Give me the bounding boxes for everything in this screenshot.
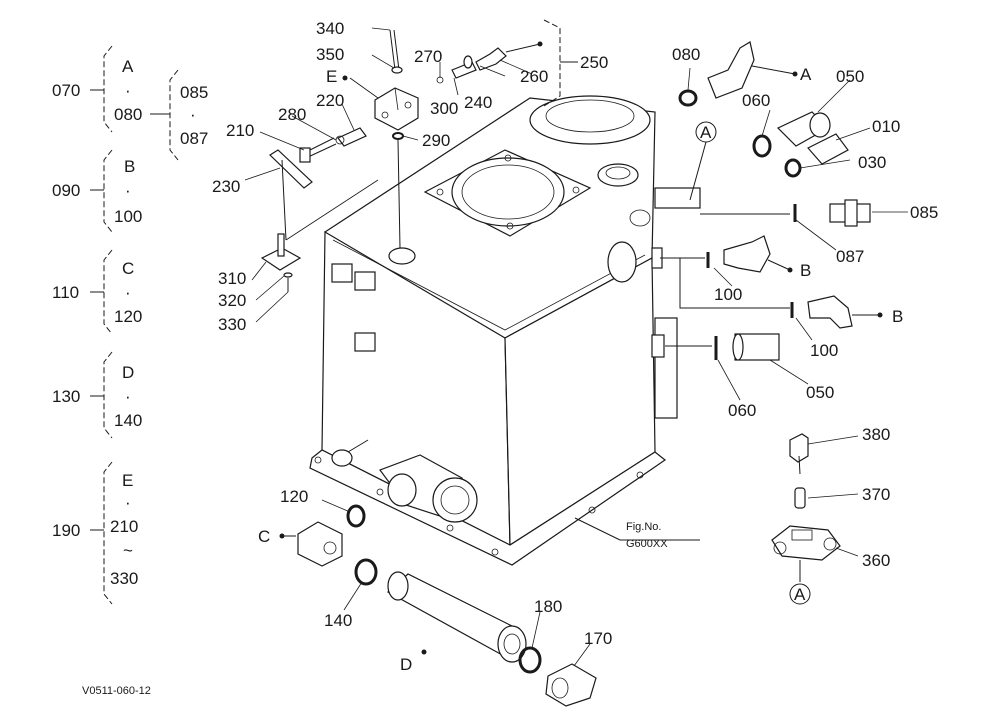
ref-E: E	[326, 67, 337, 86]
circled-ref-A-upper: A	[695, 121, 717, 143]
label-310: 310	[218, 269, 246, 288]
svg-text:080: 080	[114, 105, 142, 124]
label-060: 060	[742, 91, 770, 110]
circled-ref-A-lower: A	[789, 583, 811, 605]
svg-text:·: ·	[125, 283, 131, 302]
hydraulic-tank	[309, 95, 701, 566]
part-labels: 340 350 E 270 300 240 260 250 220 280 21…	[82, 19, 938, 697]
label-030: 030	[858, 153, 886, 172]
legend-group-130: 130 D · 140	[52, 351, 142, 439]
svg-text:A: A	[122, 57, 134, 76]
label-170: 170	[584, 629, 612, 648]
ref-D: D	[400, 655, 412, 674]
right-fittings	[660, 41, 883, 361]
label-080: 080	[672, 45, 700, 64]
label-230: 230	[212, 177, 240, 196]
clamp-group	[771, 433, 841, 582]
label-290: 290	[422, 131, 450, 150]
label-120: 120	[280, 487, 308, 506]
fig-no-value: G600XX	[626, 538, 668, 550]
svg-text:A: A	[794, 585, 806, 604]
svg-text:B: B	[124, 157, 135, 176]
ref-C: C	[258, 527, 270, 546]
doc-code: V0511-060-12	[82, 685, 151, 697]
svg-text:130: 130	[52, 387, 80, 406]
svg-text:110: 110	[52, 283, 79, 302]
legend-group-070: 070 A · 080 085 · 087	[52, 45, 208, 161]
svg-text:090: 090	[52, 181, 80, 200]
label-087: 087	[836, 247, 864, 266]
svg-text:100: 100	[114, 207, 142, 226]
legend-group-110: 110 C · 120	[52, 249, 142, 335]
svg-text:·: ·	[125, 387, 131, 406]
legend-group-090: 090 B · 100	[52, 149, 142, 233]
subgroup-085: 085	[180, 83, 208, 102]
svg-text:190: 190	[52, 521, 80, 540]
label-140: 140	[324, 611, 352, 630]
leader-lines	[244, 27, 908, 667]
label-010: 010	[872, 117, 900, 136]
svg-text:330: 330	[110, 569, 138, 588]
label-320: 320	[218, 291, 246, 310]
label-240: 240	[464, 93, 492, 112]
subgroup-087: 087	[180, 129, 208, 148]
svg-text:·: ·	[125, 81, 131, 100]
bracket-250	[543, 19, 561, 107]
label-330: 330	[218, 315, 246, 334]
svg-text:C: C	[122, 259, 134, 278]
svg-text:·: ·	[125, 181, 131, 200]
label-100-2: 100	[810, 341, 838, 360]
svg-text:D: D	[122, 363, 134, 382]
label-350: 350	[316, 45, 344, 64]
ref-B-2: B	[892, 307, 903, 326]
ref-B: B	[800, 261, 811, 280]
legend-group-190: 190 E · 210 ~ 330	[52, 461, 138, 605]
label-210: 210	[226, 121, 254, 140]
label-340: 340	[316, 19, 344, 38]
label-050: 050	[836, 67, 864, 86]
label-360: 360	[862, 551, 890, 570]
label-280: 280	[278, 105, 306, 124]
ref-A: A	[800, 65, 812, 84]
svg-text:·: ·	[190, 105, 196, 124]
svg-text:E: E	[122, 471, 133, 490]
label-060-2: 060	[728, 401, 756, 420]
label-220: 220	[316, 91, 344, 110]
label-380: 380	[862, 425, 890, 444]
svg-text:A: A	[700, 123, 712, 142]
fig-no-label: Fig.No.	[626, 521, 661, 533]
group-id: 070	[52, 81, 80, 100]
svg-text:·: ·	[125, 493, 131, 512]
svg-text:140: 140	[114, 411, 142, 430]
label-050-2: 050	[806, 383, 834, 402]
label-085: 085	[910, 203, 938, 222]
label-100: 100	[714, 285, 742, 304]
svg-text:120: 120	[114, 307, 142, 326]
label-250: 250	[580, 53, 608, 72]
svg-text:210: 210	[110, 517, 138, 536]
filter-assembly	[279, 504, 597, 707]
label-270: 270	[414, 47, 442, 66]
label-180: 180	[534, 597, 562, 616]
svg-text:~: ~	[123, 541, 133, 560]
label-370: 370	[862, 485, 890, 504]
label-300: 300	[430, 99, 458, 118]
label-260: 260	[520, 67, 548, 86]
relief-valve-assembly	[260, 29, 543, 292]
